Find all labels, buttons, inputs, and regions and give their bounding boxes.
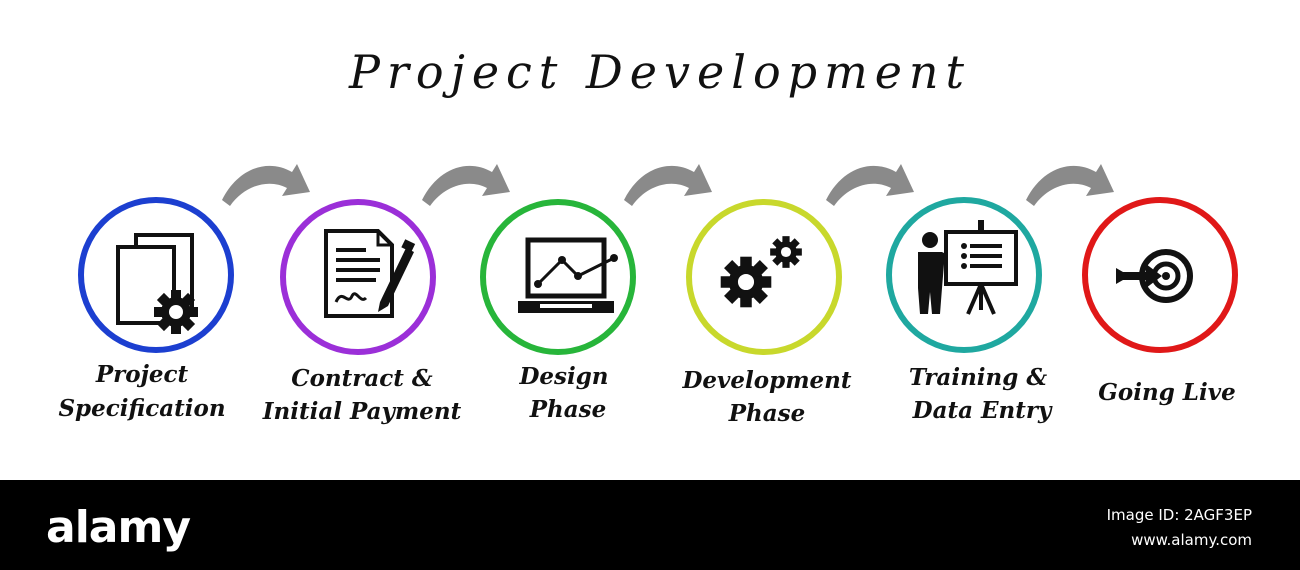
step-circle-1 [78,197,234,353]
flow-arrow-3 [624,164,712,206]
step-label-6-line1: Going Live [1098,379,1235,406]
diagram-title: Project Development [348,45,971,99]
watermark-bar [0,480,1300,570]
step-labels: Project Specification Contract & Initial… [58,361,1235,427]
brand-logo: alamy [46,502,191,553]
step-label-5-line2: Data Entry [912,397,1053,424]
step-circle-2 [280,199,436,355]
step-label-5-line1: Training & [909,364,1047,391]
step-label-4-line1: Development [681,367,851,394]
step-circle-6 [1082,197,1238,353]
flow-arrow-2 [422,164,510,206]
step-label-1-line2: Specification [58,395,225,422]
step-label-3-line1: Design [518,363,608,390]
arrows [222,164,1114,206]
step-circle-4 [686,199,842,355]
step-circle-5 [886,197,1042,353]
step-label-2-line1: Contract & [291,365,433,392]
target-arrow-icon [1116,249,1193,303]
laptop-chart-icon [518,237,618,313]
contract-pen-icon [324,229,416,318]
flow-arrow-4 [826,164,914,206]
presentation-icon [918,220,1018,315]
step-label-4-line2: Phase [728,400,806,427]
gears-icon [720,236,802,308]
flow-arrow-1 [222,164,310,206]
image-id-text: Image ID: 2AGF3EP [1106,506,1252,524]
site-url-text: www.alamy.com [1131,531,1252,549]
step-circles [78,197,1238,355]
step-label-1-line1: Project [95,361,189,388]
documents-gear-icon [116,233,198,334]
step-label-3-line2: Phase [529,396,607,423]
step-label-2-line2: Initial Payment [262,398,462,425]
flow-arrow-5 [1026,164,1114,206]
step-circle-3 [480,199,636,355]
diagram-canvas: Project Development [58,45,1238,427]
